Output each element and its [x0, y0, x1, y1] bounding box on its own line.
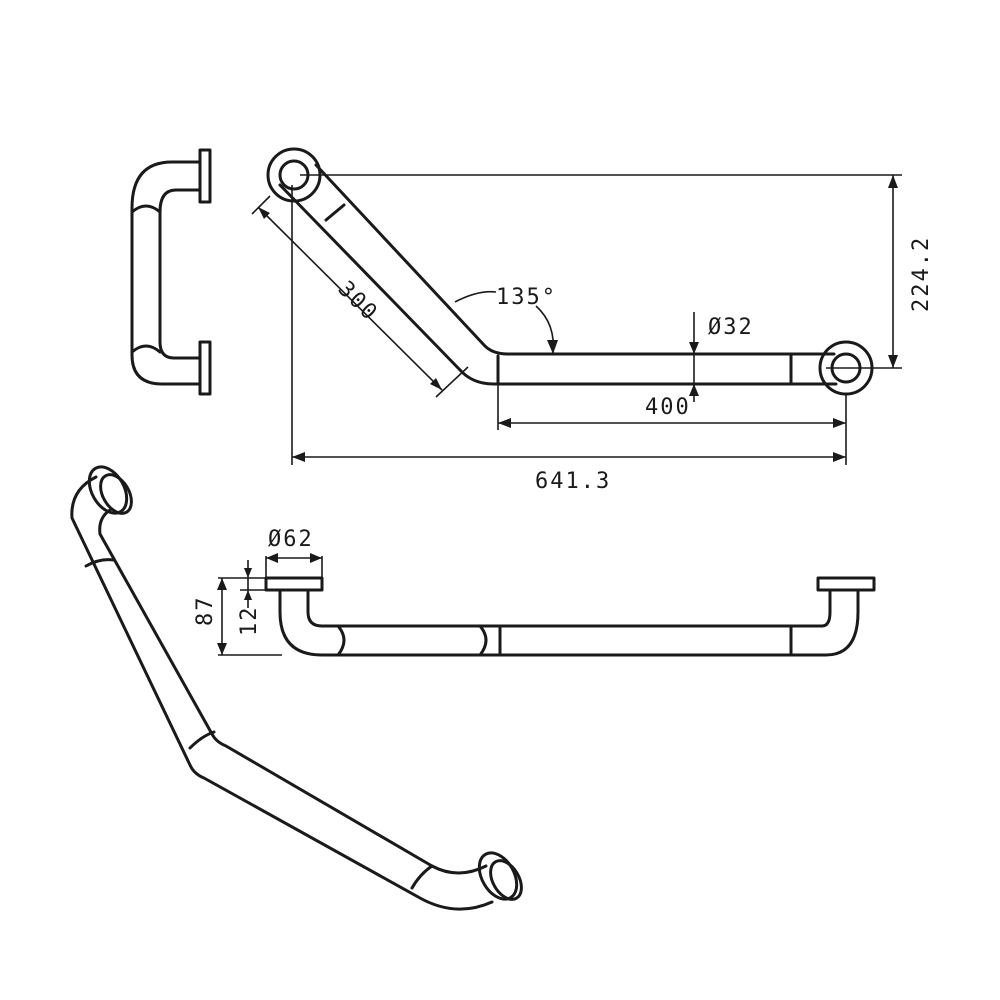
iso-tube-inner-edge [98, 508, 488, 875]
dim-87-label: 87 [193, 596, 218, 627]
dim-224-arrow-top [888, 175, 898, 188]
dim-641-arrow-right [833, 452, 846, 462]
front-view-tube-upper-edge [306, 588, 832, 628]
top-view-tube-upper-edge [314, 163, 836, 356]
angle-label: 135° [496, 285, 557, 310]
dim-d32-label: Ø32 [708, 315, 754, 340]
dim-87-arrow-top [217, 578, 227, 590]
dim-224-arrow-bottom [888, 355, 898, 368]
dim-400-label: 400 [645, 395, 691, 420]
front-view-flange-right [816, 576, 876, 592]
iso-tube-outer-edge [70, 475, 494, 911]
dim-300-ext-a [251, 195, 271, 215]
side-view-top-flange [198, 148, 212, 204]
angle-leader-start [454, 290, 497, 303]
side-view-bottom-flange [198, 340, 212, 396]
dim-300-line [257, 206, 443, 391]
dim-d32-arrow-top [689, 342, 699, 354]
dim-12-arrow-bottom [244, 590, 252, 600]
dim-12-arrow-top [244, 568, 252, 578]
iso-bend-mark [188, 730, 216, 750]
iso-flange-bottom-front [489, 859, 523, 901]
side-view-inner-contour [158, 188, 202, 360]
side-view-sleeve-bottom [130, 344, 162, 354]
front-view-tube-lower-edge [278, 588, 860, 657]
dim-d62-label: Ø62 [268, 527, 314, 552]
side-view-outer-contour [130, 160, 202, 386]
iso-sleeve-mark-2 [410, 864, 434, 890]
dim-300-arrow-b [430, 378, 442, 390]
dim-d32-arrow-bottom [689, 384, 699, 396]
side-view [130, 148, 212, 396]
dim-400-arrow-right [833, 418, 846, 428]
iso-sleeve-mark-1 [84, 558, 116, 568]
front-view-sleeve-2 [478, 624, 488, 657]
front-view-sleeve-1 [336, 624, 346, 657]
dim-d62-arrow-left [266, 553, 278, 563]
top-view: 300 135° Ø32 224.2 400 641.3 [251, 147, 934, 494]
dim-12-label: 12 [237, 606, 262, 637]
front-view-flange-left [264, 576, 324, 592]
front-view: Ø62 87 12 [193, 527, 876, 657]
dim-d62-arrow-right [310, 553, 322, 563]
dim-224-label: 224.2 [909, 236, 934, 312]
isometric-view [70, 465, 523, 911]
top-view-sleeve-mark-1 [324, 203, 346, 222]
dim-641-label: 641.3 [535, 469, 611, 494]
dim-641-arrow-left [292, 452, 305, 462]
iso-flange-top-front [99, 473, 133, 515]
side-view-sleeve-top [130, 204, 162, 214]
angle-arrow [547, 340, 558, 354]
dim-300-ext-b [435, 366, 469, 398]
dim-300-arrow-a [258, 207, 270, 219]
dim-400-arrow-left [498, 418, 511, 428]
dim-87-arrow-bottom [217, 643, 227, 655]
